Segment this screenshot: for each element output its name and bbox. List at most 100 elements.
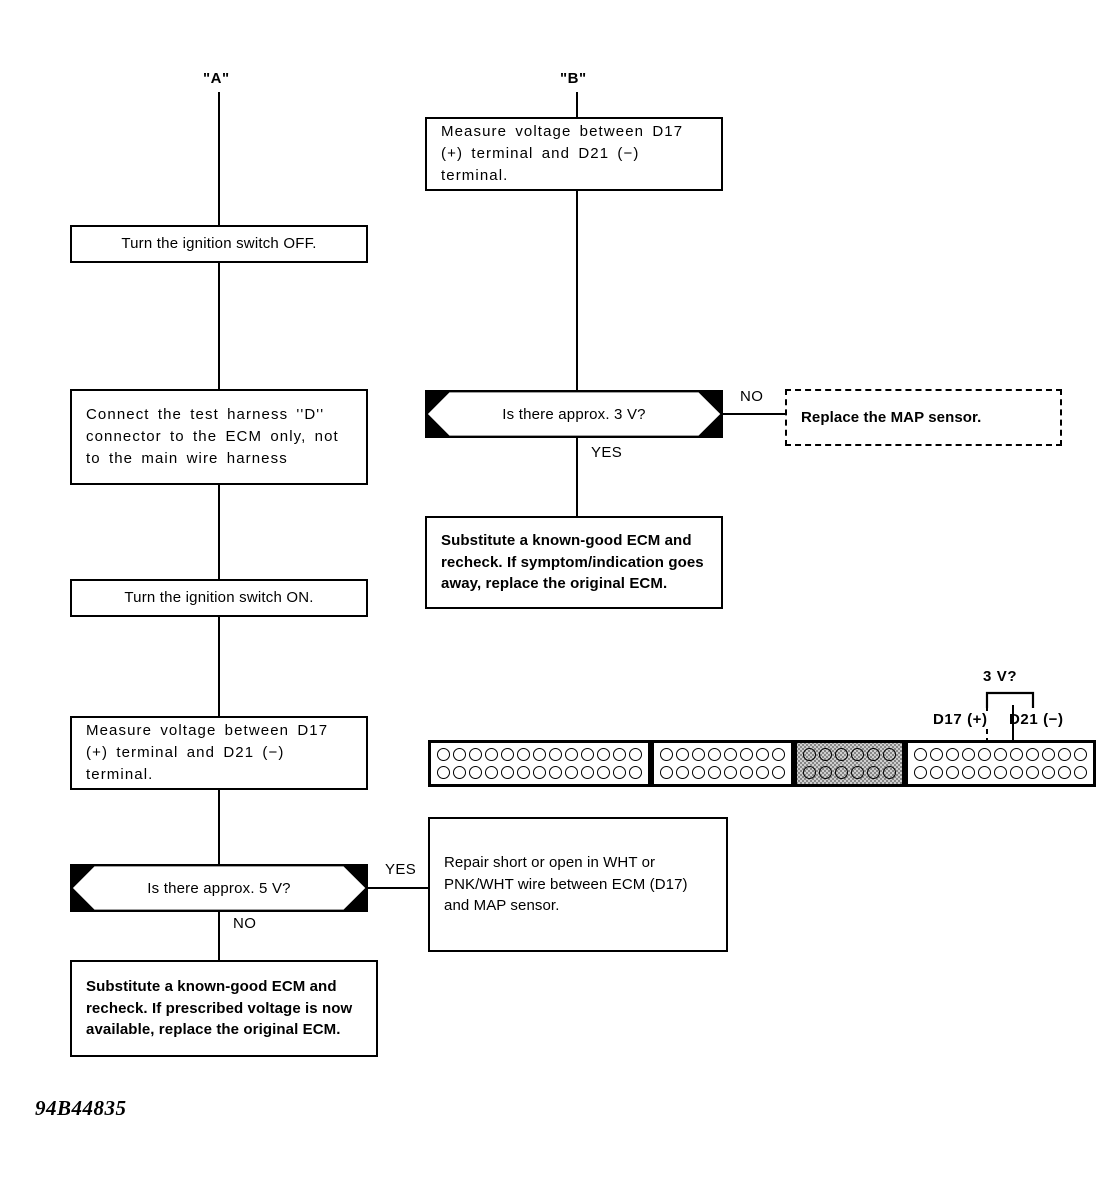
- connector-pin: [914, 748, 927, 761]
- connector-pin: [533, 766, 546, 779]
- connector-pin: [1010, 766, 1023, 779]
- connector-pin: [740, 748, 753, 761]
- connector-pin: [613, 748, 626, 761]
- result-substitute-ecm-left: Substitute a known-good ECM and recheck.…: [70, 960, 378, 1057]
- decision-hexagon-shape: [70, 864, 368, 912]
- pin-row: [803, 766, 896, 779]
- pin-row: [914, 766, 1087, 779]
- connector-pin: [930, 748, 943, 761]
- connector-pin: [914, 766, 927, 779]
- connector-voltage-callout: 3 V?: [983, 668, 1018, 685]
- step-turn-ignition-off: Turn the ignition switch OFF.: [70, 225, 368, 263]
- connector-block-4: [905, 740, 1096, 787]
- anchor-label-a: "A": [203, 70, 230, 87]
- connector-line-harness-to-ignon: [218, 485, 220, 579]
- voltage-bracket-icon: [985, 691, 1035, 708]
- decision-is-approx-3v: Is there approx. 3 V?: [425, 390, 723, 438]
- connector-pin: [803, 748, 816, 761]
- connector-pin: [581, 748, 594, 761]
- connector-line-ignon-to-measure: [218, 617, 220, 716]
- connector-pin: [1026, 748, 1039, 761]
- connector-pin: [565, 766, 578, 779]
- connector-pin: [1074, 748, 1087, 761]
- connector-pin: [994, 766, 1007, 779]
- connector-pin: [549, 748, 562, 761]
- connector-pin: [835, 748, 848, 761]
- edge-label-3v-no: NO: [740, 388, 764, 405]
- branch-line-5v-yes: [368, 887, 428, 889]
- connector-pin: [533, 748, 546, 761]
- connector-pin: [565, 748, 578, 761]
- result-repair-wire: Repair short or open in WHT or PNK/WHT w…: [428, 817, 728, 952]
- branch-line-3v-yes: [576, 438, 578, 516]
- connector-block-3: [794, 740, 905, 787]
- connector-pin: [708, 748, 721, 761]
- reference-code: 94B44835: [35, 1096, 127, 1120]
- connector-pin: [485, 766, 498, 779]
- connector-pin: [660, 766, 673, 779]
- connector-pin: [437, 748, 450, 761]
- connector-pin: [469, 748, 482, 761]
- edge-label-5v-yes: YES: [385, 861, 417, 878]
- pin-row: [437, 766, 642, 779]
- connector-pin: [453, 766, 466, 779]
- connector-pin: [772, 748, 785, 761]
- connector-pin: [883, 748, 896, 761]
- connector-line-b-to-measure: [576, 92, 578, 117]
- edge-label-5v-no: NO: [233, 915, 257, 932]
- step-connect-test-harness: Connect the test harness ''D'' connector…: [70, 389, 368, 485]
- pin-row: [660, 748, 785, 761]
- connector-pin: [978, 766, 991, 779]
- step-measure-voltage-left: Measure voltage between D17 (+) terminal…: [70, 716, 368, 790]
- pin-row: [803, 748, 896, 761]
- connector-pin: [692, 748, 705, 761]
- connector-pin: [1010, 748, 1023, 761]
- connector-pin: [485, 748, 498, 761]
- connector-pin: [835, 766, 848, 779]
- connector-line-ignoff-to-harness: [218, 263, 220, 389]
- connector-pin: [962, 766, 975, 779]
- connector-pin: [851, 748, 864, 761]
- connector-pin: [469, 766, 482, 779]
- connector-pin: [1074, 766, 1087, 779]
- connector-pin: [819, 748, 832, 761]
- connector-pin: [883, 766, 896, 779]
- decision-is-approx-5v: Is there approx. 5 V?: [70, 864, 368, 912]
- connector-pin: [597, 748, 610, 761]
- branch-line-3v-no: [723, 413, 785, 415]
- connector-block-1: [428, 740, 651, 787]
- connector-pin: [581, 766, 594, 779]
- connector-pin: [708, 766, 721, 779]
- connector-pin: [803, 766, 816, 779]
- connector-block-2: [651, 740, 794, 787]
- connector-pin: [501, 748, 514, 761]
- connector-pin: [724, 748, 737, 761]
- connector-pin: [501, 766, 514, 779]
- connector-pin: [660, 748, 673, 761]
- connector-pin: [930, 766, 943, 779]
- branch-line-5v-no: [218, 912, 220, 960]
- step-measure-voltage-right: Measure voltage between D17 (+) terminal…: [425, 117, 723, 191]
- pin-row: [914, 748, 1087, 761]
- connector-pin: [962, 748, 975, 761]
- connector-pin: [772, 766, 785, 779]
- connector-pin: [629, 748, 642, 761]
- connector-pin: [517, 766, 530, 779]
- connector-pin: [1058, 748, 1071, 761]
- connector-pin: [946, 766, 959, 779]
- connector-pin: [1042, 766, 1055, 779]
- connector-pin: [517, 748, 530, 761]
- step-turn-ignition-on: Turn the ignition switch ON.: [70, 579, 368, 617]
- connector-pin: [597, 766, 610, 779]
- decision-5v-label: Is there approx. 5 V?: [147, 879, 291, 897]
- connector-pin: [1042, 748, 1055, 761]
- connector-pin: [819, 766, 832, 779]
- connector-pin: [437, 766, 450, 779]
- terminal-label-d17-positive: D17 (+): [933, 711, 988, 728]
- connector-pin: [756, 766, 769, 779]
- connector-line-measure-to-decision5v: [218, 790, 220, 864]
- connector-pin: [867, 748, 880, 761]
- pin-row: [660, 766, 785, 779]
- decision-hexagon-shape: [425, 390, 723, 438]
- connector-line-measure-to-decision3v: [576, 191, 578, 390]
